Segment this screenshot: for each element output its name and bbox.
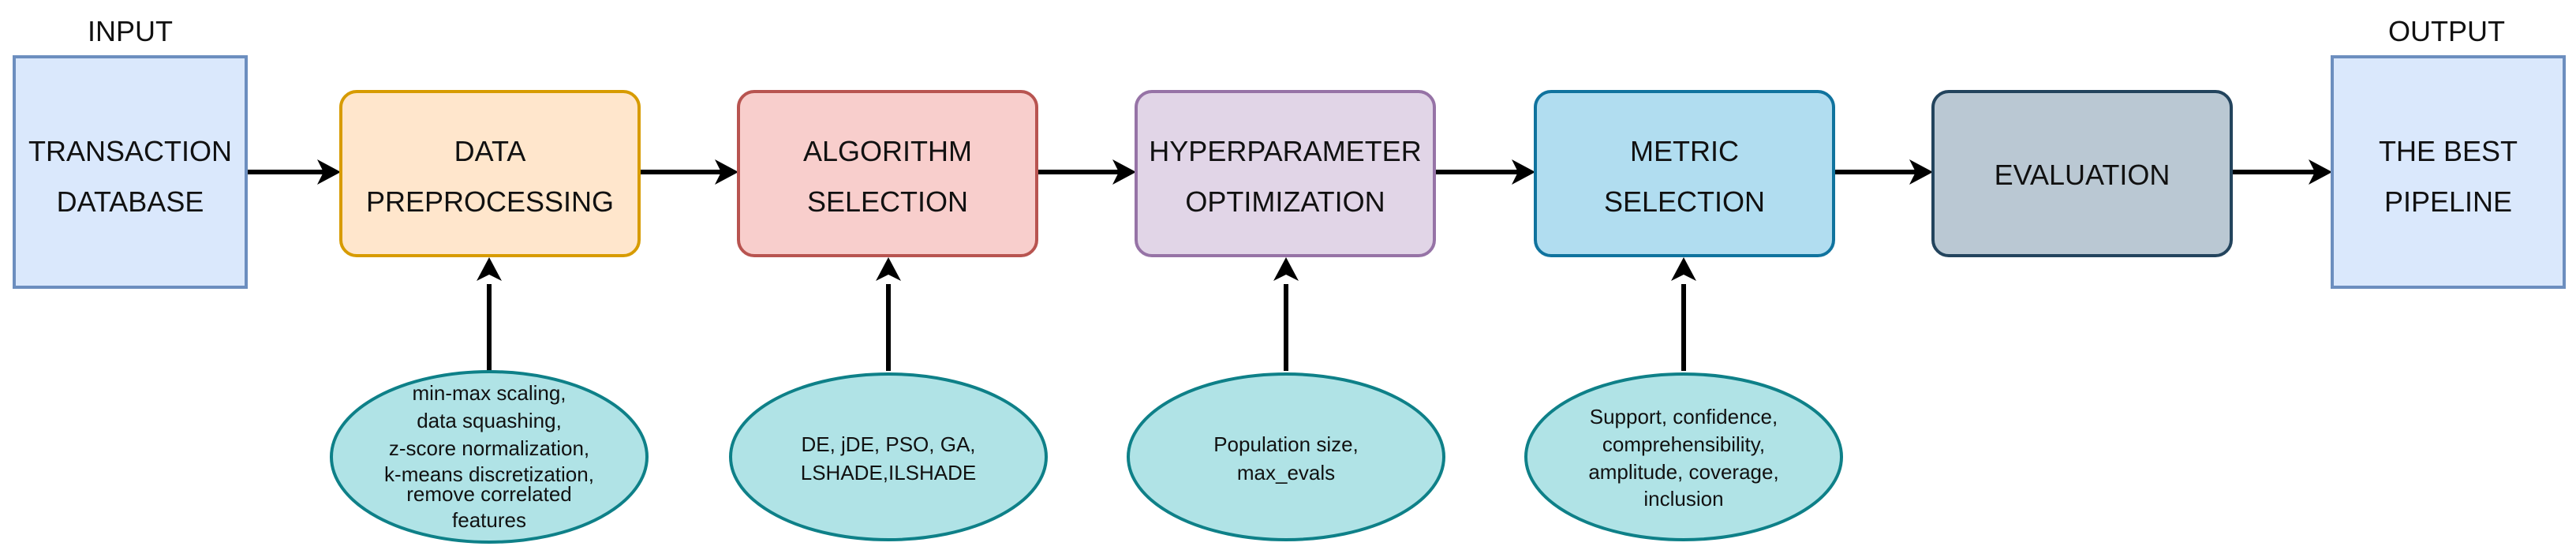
ellipse-line: amplitude, coverage,: [1588, 460, 1778, 484]
ellipse-line: data squashing,: [417, 409, 562, 432]
arrowhead-up-4: [1671, 257, 1696, 281]
arrowhead-up-3: [1273, 257, 1299, 281]
box-shape: [1534, 90, 1835, 257]
box-line: OPTIMIZATION: [1185, 185, 1385, 218]
ellipse-preprocessing-options: min-max scaling, data squashing, z-score…: [330, 370, 649, 544]
ellipse-line: LSHADE,ILSHADE: [801, 461, 977, 485]
box-line: HYPERPARAMETER: [1149, 135, 1421, 167]
box-line: TRANSACTION: [28, 135, 232, 167]
input-label: INPUT: [88, 15, 173, 47]
box-shape: [1931, 90, 2233, 257]
ellipse-shape: [1524, 372, 1843, 541]
box-line: METRIC: [1630, 135, 1739, 167]
box-shape: [737, 90, 1038, 257]
box-data-preprocessing: DATA PREPROCESSING: [339, 90, 641, 257]
ellipse-line: k-means discretization,: [384, 462, 594, 486]
box-line: DATABASE: [57, 185, 204, 218]
ellipse-shape: [330, 370, 649, 544]
box-line: SELECTION: [1604, 185, 1765, 218]
ellipse-line: Support, confidence,: [1590, 405, 1778, 428]
box-line: THE BEST: [2379, 135, 2518, 167]
box-algorithm-selection: ALGORITHM SELECTION: [737, 90, 1038, 257]
arrowhead-2: [715, 159, 738, 185]
box-shape: [339, 90, 641, 257]
ellipse-line: z-score normalization,: [389, 436, 589, 460]
ellipse-line: min-max scaling,: [412, 381, 566, 405]
ellipse-metric-options: Support, confidence, comprehensibility, …: [1524, 372, 1843, 541]
arrowhead-1: [317, 159, 341, 185]
ellipse-line: Population size,: [1213, 432, 1359, 456]
box-metric-selection: METRIC SELECTION: [1534, 90, 1835, 257]
ellipse-algorithm-options: DE, jDE, PSO, GA, LSHADE,ILSHADE: [729, 372, 1048, 541]
box-line: PREPROCESSING: [366, 185, 614, 218]
box-line: ALGORITHM: [803, 135, 972, 167]
box-transaction-database: TRANSACTION DATABASE: [13, 55, 248, 289]
ellipse-shape: [729, 372, 1048, 541]
box-line: DATA: [454, 135, 526, 167]
ellipse-line: DE, jDE, PSO, GA,: [801, 432, 975, 456]
flow-arrows: [246, 170, 2320, 371]
box-line: EVALUATION: [1995, 159, 2170, 191]
arrowhead-6: [2309, 159, 2332, 185]
arrowhead-5: [1909, 159, 1933, 185]
arrowhead-4: [1512, 159, 1535, 185]
box-line: PIPELINE: [2384, 185, 2512, 218]
box-shape: [2331, 55, 2566, 289]
ellipse-hyperparameter-options: Population size, max_evals: [1127, 372, 1445, 541]
ellipse-line: inclusion: [1643, 487, 1723, 511]
box-shape: [1135, 90, 1436, 257]
ellipse-line: max_evals: [1237, 461, 1335, 485]
box-shape: [13, 55, 248, 289]
ellipse-shape: [1127, 372, 1445, 541]
ellipse-line: comprehensibility,: [1602, 432, 1765, 456]
arrow-heads: [317, 159, 2332, 281]
arrowhead-up-2: [876, 257, 901, 281]
box-best-pipeline: THE BEST PIPELINE: [2331, 55, 2566, 289]
output-label: OUTPUT: [2388, 15, 2505, 47]
arrowhead-up-1: [477, 257, 502, 281]
box-hyperparameter-optimization: HYPERPARAMETER OPTIMIZATION: [1135, 90, 1436, 257]
ellipse-line: remove correlated: [406, 482, 572, 506]
ellipse-line: features: [452, 508, 526, 532]
arrowhead-3: [1112, 159, 1136, 185]
box-line: SELECTION: [807, 185, 968, 218]
box-evaluation: EVALUATION: [1931, 90, 2233, 257]
